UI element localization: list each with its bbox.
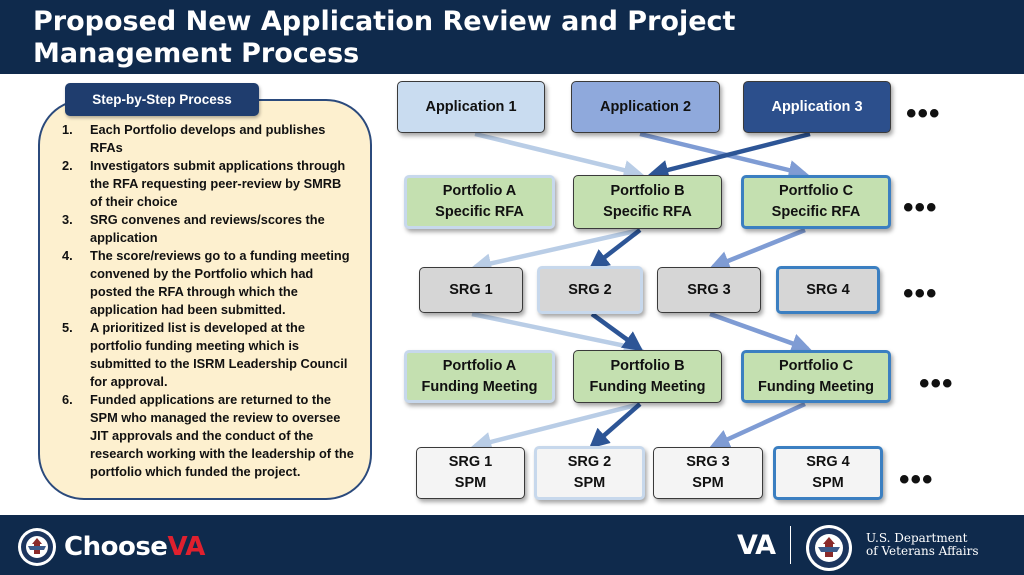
node-label: SRG 3 xyxy=(687,281,731,298)
srg-3-node: SRG 3 xyxy=(657,267,761,313)
more-ellipsis: ••• xyxy=(903,277,938,310)
node-label-line-2: Specific RFA xyxy=(603,204,692,220)
step-text: SRG convenes and reviews/scores the appl… xyxy=(90,212,325,245)
step-item: 6. Funded applications are returned to th… xyxy=(56,391,356,481)
node-label-line-2: SPM xyxy=(573,475,606,491)
choose-va-logo-text: Choose xyxy=(64,532,168,562)
node-label-line-1: SRG 4 xyxy=(806,454,850,470)
steps-tab-label: Step-by-Step Process xyxy=(65,83,259,116)
node-label-line-1: Portfolio C xyxy=(778,183,854,199)
step-text: Investigators submit applications throug… xyxy=(90,158,346,209)
arrow-funding-b-to-spm1 xyxy=(471,401,641,452)
arrow-srg1-to-funding-b xyxy=(471,311,644,356)
arrow-app1-to-rfa-b xyxy=(474,131,644,181)
step-number: 6. xyxy=(62,392,73,407)
arrow-srg2-to-funding-b xyxy=(590,312,644,352)
step-item: 5. A prioritized list is developed at the… xyxy=(56,319,356,391)
node-label: SRG 2 xyxy=(568,281,612,298)
department-name-line-1: U.S. Department xyxy=(866,531,968,545)
node-label-line-1: Portfolio B xyxy=(610,183,685,199)
node-label-line-1: SRG 3 xyxy=(686,454,730,470)
step-text: Each Portfolio develops and publishes RF… xyxy=(90,122,326,155)
page-title: Proposed New Application Review and Proj… xyxy=(33,6,793,70)
step-text: Funded applications are returned to the … xyxy=(90,392,354,479)
page-title-line-1: Proposed New Application Review and Proj… xyxy=(33,6,736,37)
portfolio-c-funding-node: Portfolio C Funding Meeting xyxy=(741,350,891,403)
arrow-rfa-b-to-srg2 xyxy=(588,228,642,270)
node-label-line-2: Funding Meeting xyxy=(421,378,538,395)
department-name-line-2: of Veterans Affairs xyxy=(866,544,979,558)
more-ellipsis: ••• xyxy=(919,367,954,400)
node-label-line-1: Portfolio C xyxy=(778,357,854,374)
srg-1-node: SRG 1 xyxy=(419,267,523,313)
node-label-line-1: Portfolio A xyxy=(442,183,517,199)
arrow-rfa-b-to-srg1 xyxy=(471,227,641,274)
header-bar xyxy=(0,0,1024,74)
page-title-line-2: Management Process xyxy=(33,38,360,69)
step-item: 2. Investigators submit applications thro… xyxy=(56,157,356,211)
department-name: U.S. Department of Veterans Affairs xyxy=(866,532,979,558)
more-ellipsis: ••• xyxy=(906,97,941,130)
node-label-line-1: SRG 1 xyxy=(448,454,493,470)
step-item: 4. The score/reviews go to a funding meet… xyxy=(56,247,356,319)
node-label: Application 1 xyxy=(425,98,517,115)
srg-2-spm-node: SRG 2 SPM xyxy=(534,446,645,500)
portfolio-a-rfa-node: Portfolio A Specific RFA xyxy=(404,175,555,229)
portfolio-b-rfa-node: Portfolio B Specific RFA xyxy=(573,175,722,229)
step-number: 5. xyxy=(62,320,73,335)
node-label-line-1: Portfolio B xyxy=(610,357,685,374)
step-item: 3. SRG convenes and reviews/scores the ap… xyxy=(56,211,356,247)
choose-va-logo-accent: VA xyxy=(167,532,205,562)
step-text: The score/reviews go to a funding meetin… xyxy=(90,248,350,317)
step-number: 2. xyxy=(62,158,73,173)
node-label-line-1: Portfolio A xyxy=(442,357,517,374)
portfolio-a-funding-node: Portfolio A Funding Meeting xyxy=(404,350,555,403)
node-label-line-2: Funding Meeting xyxy=(589,378,706,395)
application-1-node: Application 1 xyxy=(397,81,545,133)
node-label: SRG 1 xyxy=(449,281,493,298)
srg-1-spm-node: SRG 1 SPM xyxy=(416,447,525,499)
va-wordmark: VA xyxy=(737,530,776,561)
application-3-node: Application 3 xyxy=(743,81,891,133)
more-ellipsis: ••• xyxy=(899,463,934,496)
step-number: 4. xyxy=(62,248,73,263)
arrow-app3-to-rfa-b xyxy=(648,131,811,180)
more-ellipsis: ••• xyxy=(903,191,938,224)
node-label-line-2: SPM xyxy=(692,475,724,491)
node-label-line-2: SPM xyxy=(454,475,487,491)
arrow-rfa-c-to-srg3 xyxy=(709,227,806,271)
node-label-line-2: Specific RFA xyxy=(435,204,524,220)
node-label-line-2: Funding Meeting xyxy=(758,378,874,395)
arrow-funding-b-to-spm2 xyxy=(588,402,642,449)
node-label-line-1: SRG 2 xyxy=(567,454,612,470)
node-label-line-2: SPM xyxy=(812,475,844,491)
srg-4-node: SRG 4 xyxy=(776,266,880,314)
node-label: SRG 4 xyxy=(806,281,850,298)
footer-divider xyxy=(790,526,791,564)
srg-2-node: SRG 2 xyxy=(537,266,643,314)
va-seal-icon xyxy=(18,528,56,566)
arrow-funding-c-to-spm3 xyxy=(709,401,806,449)
step-item: 1. Each Portfolio develops and publishes … xyxy=(56,121,356,157)
srg-4-spm-node: SRG 4 SPM xyxy=(773,446,883,500)
step-text: A prioritized list is developed at the p… xyxy=(90,320,348,389)
step-number: 3. xyxy=(62,212,73,227)
srg-3-spm-node: SRG 3 SPM xyxy=(653,447,763,499)
steps-list: 1. Each Portfolio develops and publishes … xyxy=(56,121,356,481)
arrow-srg3-to-funding-c xyxy=(709,311,812,354)
portfolio-b-funding-node: Portfolio B Funding Meeting xyxy=(573,350,722,403)
application-2-node: Application 2 xyxy=(571,81,720,133)
department-seal-icon xyxy=(806,525,852,571)
node-label: Application 3 xyxy=(771,98,863,115)
node-label: Application 2 xyxy=(599,98,692,115)
footer-bar xyxy=(0,515,1024,575)
portfolio-c-rfa-node: Portfolio C Specific RFA xyxy=(741,175,891,229)
steps-panel xyxy=(38,99,372,500)
choose-va-logo: ChooseVA xyxy=(64,530,205,564)
node-label-line-2: Specific RFA xyxy=(771,204,861,220)
step-number: 1. xyxy=(62,122,73,137)
